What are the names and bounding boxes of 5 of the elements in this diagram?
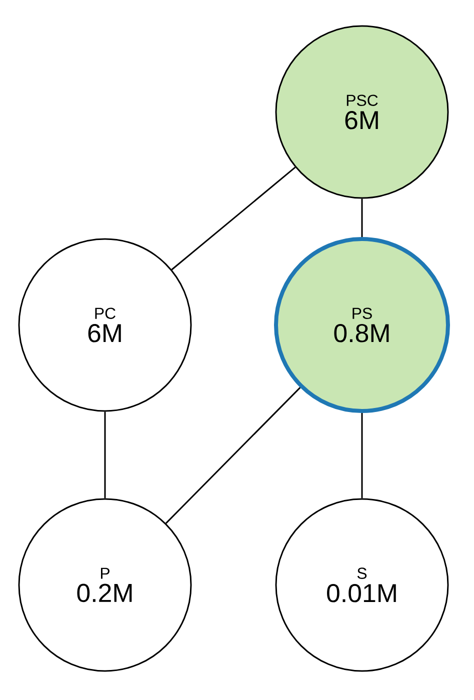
connector-line [104,412,106,498]
connector-line [361,413,363,498]
connector-line [361,198,363,237]
connector-line [171,166,296,270]
connector-line [165,387,301,524]
